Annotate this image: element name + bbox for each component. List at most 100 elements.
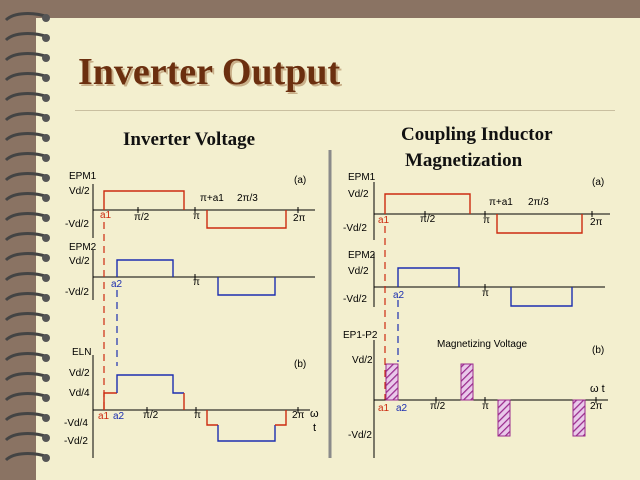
left-eln-vd2-label: Vd/2: [69, 368, 90, 379]
right-epm1-negative-pulse: [496, 214, 583, 234]
right-heading-line2: Magnetization: [405, 150, 523, 171]
right-epm2-neg-vd2-label: -Vd/2: [343, 294, 367, 305]
right-epm1-a1-label: a1: [378, 215, 390, 226]
right-epm2-a2-label: a2: [393, 290, 405, 301]
right-ep1p2-label: EP1-P2: [343, 330, 378, 341]
binding-ring: [4, 72, 50, 82]
right-heading-line1: Coupling Inductor: [401, 124, 553, 145]
left-eln-a1-label: a1: [98, 411, 110, 422]
left-eln-vd4-label: Vd/4: [69, 388, 90, 399]
left-eln-rise-step: [103, 392, 117, 410]
right-ep1p2-plot: [373, 340, 608, 458]
binding-ring: [4, 232, 50, 242]
right-epm2-positive-pulse: [397, 267, 460, 287]
slide-title: Inverter Output: [78, 51, 341, 93]
title-divider: [75, 110, 615, 111]
right-epm1-positive-pulse: [384, 193, 471, 214]
left-eln-a2-label: a2: [113, 411, 125, 422]
left-eln-omega-label: ω: [310, 408, 319, 420]
left-eln-neg-vd2-label: -Vd/2: [64, 436, 88, 447]
left-epm2-neg-vd2-label: -Vd/2: [65, 287, 89, 298]
binding-ring: [4, 432, 50, 442]
binding-ring: [4, 52, 50, 62]
right-epm1-pi-plus-a1-label: π+a1: [489, 197, 513, 208]
left-tag-b: (b): [294, 359, 307, 370]
binding-ring: [4, 112, 50, 122]
left-eln-pi-label: π: [194, 410, 201, 421]
left-eln-two-pi-label: 2π: [292, 410, 305, 421]
left-eln-t-label: t: [313, 422, 317, 434]
left-epm1-positive-pulse: [103, 190, 185, 210]
binding-ring: [4, 132, 50, 142]
binding-ring: [4, 172, 50, 182]
right-epm1-pi-label: π: [483, 215, 490, 226]
right-epm1-two-pi-label: 2π: [590, 217, 603, 228]
left-eln-negative-bottom: [217, 425, 276, 442]
left-heading: Inverter Voltage: [123, 129, 256, 150]
left-epm2-vd2-label: Vd/2: [69, 256, 90, 267]
binding-ring: [4, 272, 50, 282]
binding-ring: [4, 332, 50, 342]
binding-ring: [4, 212, 50, 222]
binding-ring: [4, 292, 50, 302]
right-epm1-label: EPM1: [348, 172, 376, 183]
right-ep1p2-pi-label: π: [482, 401, 489, 412]
left-epm1-two-pi-over-3-label: 2π/3: [237, 193, 258, 204]
left-epm2-label: EPM2: [69, 242, 97, 253]
left-epm2-pi-label: π: [193, 277, 200, 288]
binding-ring: [4, 352, 50, 362]
right-epm2-negative-pulse: [510, 287, 573, 307]
right-epm2-pi-label: π: [482, 288, 489, 299]
left-eln-positive-top: [116, 374, 184, 394]
right-epm2-vd2-label: Vd/2: [348, 266, 369, 277]
right-epm1-two-pi-over-3-label: 2π/3: [528, 197, 549, 208]
right-tag-b: (b): [592, 345, 605, 356]
left-eln-label: ELN: [72, 347, 92, 358]
right-tag-a: (a): [592, 177, 605, 188]
binding-ring: [4, 92, 50, 102]
left-epm1-plot: [92, 184, 315, 238]
left-eln-neg-return: [275, 410, 287, 426]
left-eln-neg-step: [206, 410, 218, 426]
binding-ring: [4, 312, 50, 322]
left-eln-pi-half-label: π/2: [143, 410, 159, 421]
binding-ring: [4, 452, 50, 462]
right-epm1-neg-vd2-label: -Vd/2: [343, 223, 367, 234]
left-epm2-positive-pulse: [116, 259, 174, 277]
left-epm1-a1-label: a1: [100, 210, 112, 221]
right-ep1p2-omega-t-label: ω t: [590, 383, 605, 395]
left-epm1-negative-pulse: [206, 210, 287, 229]
left-epm1-label: EPM1: [69, 171, 97, 182]
left-eln-plot: [92, 355, 310, 458]
left-tag-a: (a): [294, 175, 307, 186]
left-epm1-neg-vd2-label: -Vd/2: [65, 219, 89, 230]
binding-ring: [4, 12, 50, 22]
right-epm1-plot: [373, 182, 610, 240]
left-epm1-pi-half-label: π/2: [134, 212, 150, 223]
magnetizing-pulse-positive-2: [460, 363, 474, 401]
magnetizing-pulse-negative-1: [497, 399, 511, 437]
left-epm1-two-pi-label: 2π: [293, 213, 306, 224]
right-epm1-pi-half-label: π/2: [420, 214, 436, 225]
binding-ring: [4, 152, 50, 162]
left-epm1-vd2-label: Vd/2: [69, 186, 90, 197]
right-ep1p2-vd2-label: Vd/2: [352, 355, 373, 366]
right-ep1p2-a2-label: a2: [396, 403, 408, 414]
binding-ring: [4, 192, 50, 202]
binding-ring: [4, 392, 50, 402]
left-eln-neg-vd4-label: -Vd/4: [64, 418, 88, 429]
left-epm2-negative-pulse: [217, 277, 276, 296]
magnetizing-voltage-label: Magnetizing Voltage: [437, 339, 528, 350]
magnetizing-pulse-positive-1: [385, 363, 399, 401]
right-ep1p2-a1-label: a1: [378, 403, 390, 414]
right-ep1p2-two-pi-label: 2π: [590, 401, 603, 412]
binding-ring: [4, 252, 50, 262]
binding-ring: [4, 372, 50, 382]
magnetizing-pulse-negative-2: [572, 399, 586, 437]
right-epm1-vd2-label: Vd/2: [348, 189, 369, 200]
right-ep1p2-neg-vd2-label: -Vd/2: [348, 430, 372, 441]
left-epm2-plot: [92, 250, 315, 300]
right-epm2-label: EPM2: [348, 250, 376, 261]
